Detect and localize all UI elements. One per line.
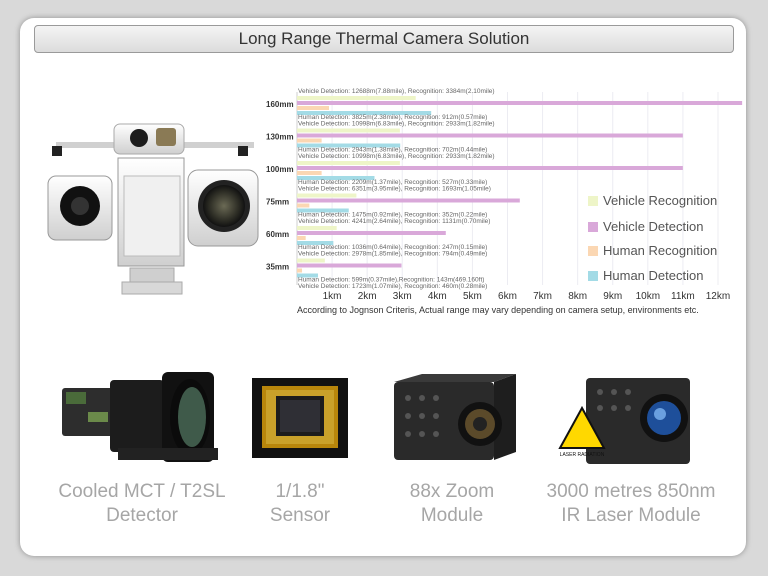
product-caption-line: 1/1.8" [275,481,325,502]
category-label: 35mm [266,263,289,272]
bar-data-label: Vehicle Detection: 2978m(1.85mile), Reco… [298,251,487,258]
chart-bar [297,203,310,208]
chart-bar [297,268,303,273]
chart-bar [297,193,357,198]
product-caption-line: Module [420,505,484,526]
category-label: 100mm [266,165,294,174]
product-caption-line: Detector [106,505,178,526]
x-tick-label: 8km [568,291,587,302]
chart-bar [297,226,337,230]
chart-bar [297,171,322,175]
legend-swatch [588,271,598,281]
bar-data-label: Human Detection: 599m(0.37mile),Recognit… [298,277,484,284]
bar-data-label: Vehicle Detection: 10998m(6.83mile), Rec… [298,153,495,160]
legend-label: Vehicle Recognition [603,193,717,208]
chart-bar [297,106,329,110]
chart-bar [297,241,334,245]
category-label: 160mm [266,100,294,109]
x-tick-label: 2km [358,291,377,302]
bar-data-label: Vehicle Detection: 4241m(2.64mile), Reco… [298,218,490,225]
product-caption-line: IR Laser Module [561,505,701,526]
chart-bar [297,198,520,203]
legend-swatch [588,222,598,232]
x-tick-label: 3km [393,291,412,302]
chart-bar [297,236,306,240]
chart-bar [297,143,401,148]
zoom-module-image [394,374,516,460]
x-tick-label: 11km [671,291,695,302]
bar-data-label: Human Detection: 3825m(2.38mile), Recogn… [298,114,487,121]
product-caption-line: 88x Zoom [409,481,495,502]
chart-bar [297,231,446,235]
bar-data-label: Vehicle Detection: 6351m(3.95mile), Reco… [298,186,491,193]
chart-bar [297,208,349,213]
chart-bar [297,133,683,138]
page-title: Long Range Thermal Camera Solution [34,25,734,53]
product-caption-laser: 3000 metres 850nm IR Laser Module [526,480,736,528]
product-caption-line: 3000 metres 850nm [546,481,716,502]
x-tick-label: 5km [463,291,482,302]
x-tick-label: 1km [323,291,342,302]
chart-bar [297,138,322,143]
bar-data-label: Vehicle Detection: 10998m(6.83mile), Rec… [298,121,495,128]
chart-bar [297,161,400,165]
bar-data-label: Vehicle Detection: 12688m(7.88mile), Rec… [298,88,495,95]
chart-bar [297,96,416,100]
product-caption-line: Sensor [269,505,331,526]
x-tick-label: 10km [636,291,660,302]
x-tick-label: 12km [706,291,730,302]
chart-bar [297,166,683,170]
bar-data-label: Human Detection: 1036m(0.64mile), Recogn… [298,244,487,251]
x-tick-label: 9km [603,291,622,302]
bar-data-label: Human Detection: 2209m(1.37mile), Recogn… [298,179,487,186]
category-label: 60mm [266,230,289,239]
laser-warning-text: LASER RADIATION [560,452,605,458]
laser-module-image: LASER RADIATION [558,378,690,464]
product-caption-sensor: 1/1.8" Sensor [240,480,360,528]
legend-label: Human Detection [603,268,703,283]
bar-data-label: Human Detection: 2943m(1.38mile), Recogn… [298,147,487,154]
ptz-camera-image [47,123,259,295]
laser-warning-icon [558,405,606,449]
bar-data-label: Vehicle Detection: 1723m(1.07mile), Reco… [298,283,487,290]
chart-bar [297,128,400,133]
category-label: 130mm [266,133,294,142]
chart-bar [297,273,319,278]
bar-data-label: Human Detection: 1475m(0.92mile), Recogn… [298,212,487,219]
chart-bar [297,111,432,115]
cooled-detector-image [62,372,218,462]
chart-bar [297,263,402,268]
sensor-image [252,378,348,458]
product-caption-detector: Cooled MCT / T2SL Detector [42,480,242,528]
legend-label: Human Recognition [603,243,717,258]
legend-label: Vehicle Detection [603,219,703,234]
chart-note: According to Jognson Criteris, Actual ra… [297,305,699,315]
x-tick-label: 6km [498,291,517,302]
chart-bar [297,101,743,105]
product-caption-line: Cooled MCT / T2SL [58,481,226,502]
product-caption-zoom: 88x Zoom Module [392,480,512,528]
category-label: 75mm [266,198,289,207]
legend-swatch [588,196,598,206]
chart-bar [297,176,375,180]
chart-bar [297,258,325,263]
x-tick-label: 4km [428,291,447,302]
legend-swatch [588,246,598,256]
x-tick-label: 7km [533,291,552,302]
